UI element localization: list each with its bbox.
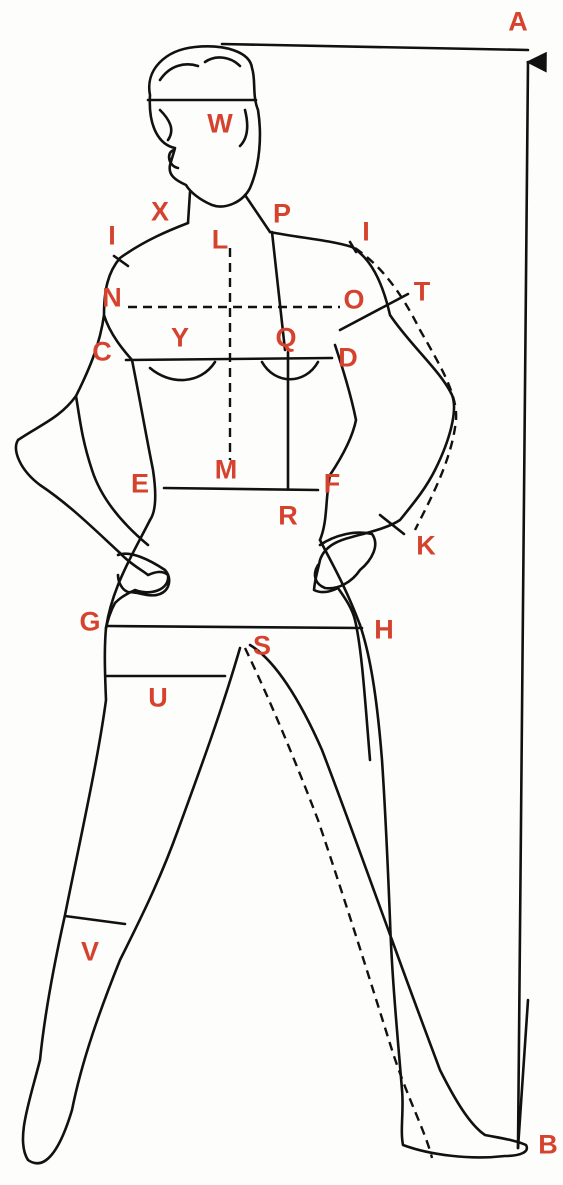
label-k: K <box>416 533 436 560</box>
left-leg-outline <box>23 628 240 1163</box>
label-c: C <box>92 339 112 366</box>
line-height-ab <box>518 62 528 1148</box>
bust-left <box>150 362 215 380</box>
line-arm-length <box>355 248 456 530</box>
label-h: H <box>374 617 394 644</box>
label-f: F <box>324 471 341 498</box>
line-waist-ef <box>164 488 318 490</box>
label-e: E <box>131 471 149 498</box>
hair-detail <box>160 57 247 146</box>
label-t: T <box>414 279 431 306</box>
label-l: L <box>212 227 229 254</box>
label-i-right: I <box>362 219 370 246</box>
label-w: W <box>207 111 232 138</box>
label-o: O <box>343 287 364 314</box>
label-p: P <box>273 201 291 228</box>
label-d: D <box>338 345 358 372</box>
label-u: U <box>148 685 168 712</box>
label-v: V <box>81 939 99 966</box>
label-b: B <box>538 1132 558 1159</box>
label-x: X <box>151 199 169 226</box>
label-r: R <box>278 503 298 530</box>
label-i-left: I <box>108 223 116 250</box>
line-leg-length <box>245 648 432 1158</box>
measure-lines <box>65 44 528 1158</box>
right-leg-outline <box>250 625 527 1157</box>
right-arm-inner <box>320 345 356 540</box>
label-q: Q <box>275 325 296 352</box>
label-y: Y <box>171 325 189 352</box>
line-height-top <box>222 44 528 50</box>
label-g: G <box>79 609 100 636</box>
line-knee-v <box>65 916 125 924</box>
head-outline <box>149 46 260 206</box>
label-a: A <box>508 9 528 36</box>
right-hand <box>315 533 375 589</box>
line-hip-gh <box>108 626 362 628</box>
label-m: M <box>215 457 238 484</box>
label-s: S <box>253 633 271 660</box>
label-n: N <box>102 285 122 312</box>
bust-right <box>262 362 318 379</box>
